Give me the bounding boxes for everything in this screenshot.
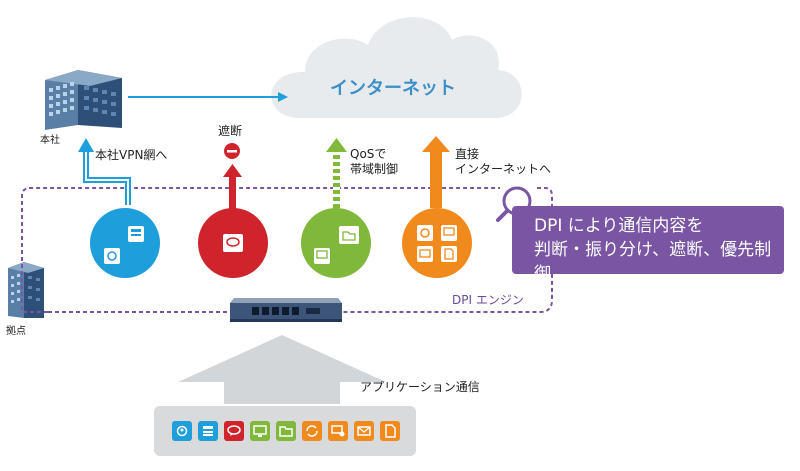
dpi-description-line2: 判断・振り分け、遮断、優先制御 (534, 240, 772, 284)
dpi-engine-label: DPI エンジン (452, 293, 524, 307)
qos-circle-icons (314, 226, 359, 264)
qos-path-arrow (326, 138, 347, 209)
monitor-icon (250, 421, 270, 441)
hq-to-internet-arrow (128, 92, 288, 102)
block-path-arrow (223, 143, 242, 210)
qos-label-line2: 帯域制御 (350, 162, 399, 176)
folder-icon (276, 421, 296, 441)
qos-app-circle (301, 208, 371, 278)
vpn-circle-icons (104, 226, 144, 264)
application-traffic-label: アプリケーション通信 (360, 380, 480, 394)
direct-app-circle (402, 208, 472, 278)
mail-icon (354, 421, 374, 441)
screen-share-icon (328, 421, 348, 441)
direct-path-arrow (422, 136, 450, 208)
direct-label-line2: インターネットへ (455, 162, 552, 176)
user-icon (172, 421, 192, 441)
vpn-label: 本社VPN網へ (95, 148, 168, 162)
vpn-path-arrow (78, 138, 131, 205)
dpi-description-box: DPI により通信内容を 判断・振り分け、遮断、優先制御 (512, 206, 784, 284)
internet-label: インターネット (330, 78, 456, 99)
hq-building-icon (45, 70, 122, 130)
router-device-icon (230, 298, 342, 322)
sync-icon (302, 421, 322, 441)
application-icon-row (172, 421, 412, 441)
hq-label: 本社 (40, 135, 60, 146)
chat-icon (224, 421, 244, 441)
application-traffic-arrow (178, 335, 386, 404)
direct-label-line1: 直接 (455, 147, 480, 161)
block-label: 遮断 (218, 124, 243, 138)
vpn-app-circle (90, 208, 160, 278)
qos-label-line1: QoSで (350, 147, 387, 161)
document-icon (380, 421, 400, 441)
branch-label: 拠点 (6, 326, 26, 337)
block-circle-icons (223, 234, 243, 252)
dpi-description-line1: DPI により通信内容を (534, 216, 704, 236)
branch-building-icon (8, 262, 44, 318)
internet-cloud (271, 17, 522, 118)
list-icon (198, 421, 218, 441)
dpi-engine-boundary (21, 187, 500, 313)
direct-circle-icons (417, 225, 457, 262)
